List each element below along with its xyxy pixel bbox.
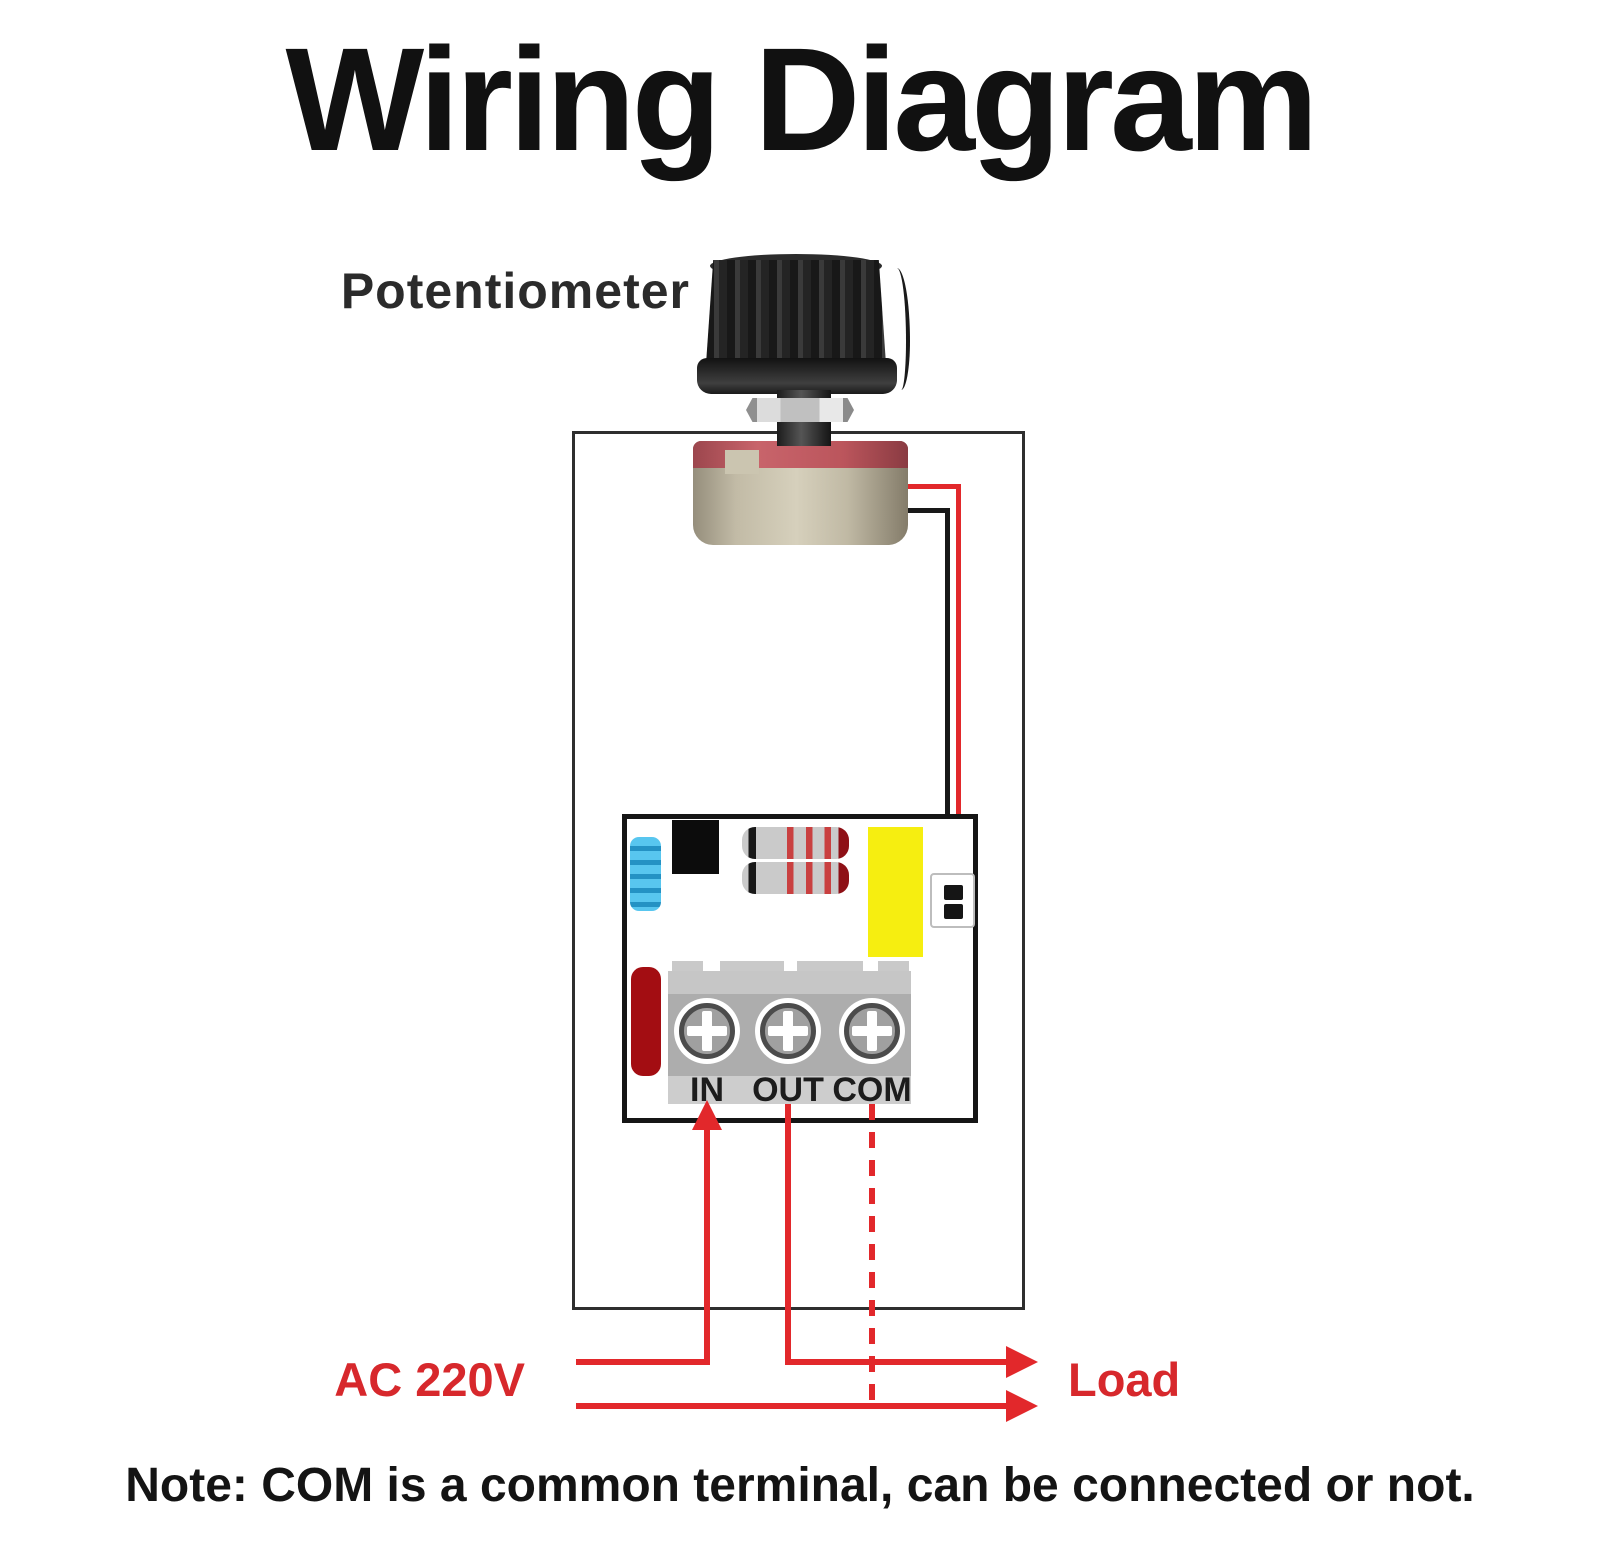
terminal-tab (878, 961, 909, 972)
resistor-icon (742, 827, 849, 859)
ac-source-label: AC 220V (334, 1353, 525, 1406)
terminal-label-com: COM (832, 1071, 912, 1109)
potentiometer-knob-icon (706, 260, 886, 364)
screw-terminal-out-icon (760, 1003, 816, 1059)
pot-wire-black-vertical (945, 508, 950, 876)
arrow-right-to-load-icon (1006, 1346, 1038, 1378)
ac-wire-horizontal (576, 1359, 710, 1365)
com-wire-dashed (869, 1104, 875, 1410)
page-title: Wiring Diagram (285, 18, 1319, 182)
terminal-block-top (668, 971, 911, 994)
blue-capacitor-icon (630, 837, 661, 911)
connector-pin (944, 885, 963, 900)
terminal-tab (672, 961, 703, 972)
dark-red-capacitor-icon (631, 967, 661, 1076)
out-wire-to-load (788, 1359, 1010, 1365)
out-wire-vertical (785, 1104, 791, 1365)
potentiometer-notch (725, 450, 759, 474)
pot-wire-red-horizontal (903, 484, 961, 489)
screw-terminal-in-icon (679, 1003, 735, 1059)
pot-wire-red-vertical (956, 484, 961, 882)
terminal-tab (720, 961, 784, 972)
yellow-capacitor-icon (868, 827, 923, 957)
footnote: Note: COM is a common terminal, can be c… (125, 1459, 1475, 1512)
terminal-block: IN OUT COM (668, 961, 912, 1109)
knob-flange-icon (697, 358, 897, 394)
resistor-icon (742, 862, 849, 894)
arrow-up-to-in-icon (692, 1100, 722, 1130)
terminal-label-strip (668, 1076, 911, 1104)
ac-wire-to-in (704, 1126, 710, 1365)
ac-wire-to-load (576, 1403, 1010, 1409)
load-label: Load (1068, 1353, 1181, 1406)
black-chip-icon (672, 820, 719, 874)
terminal-label-out: OUT (752, 1071, 824, 1109)
knob-highlight-arc (888, 268, 910, 390)
arrow-right-to-load-icon (1006, 1390, 1038, 1422)
potentiometer-connector-socket (930, 873, 975, 928)
screw-terminal-com-icon (844, 1003, 900, 1059)
hex-nut-icon (746, 398, 854, 422)
potentiometer-label: Potentiometer (340, 263, 690, 319)
terminal-tab (797, 961, 863, 972)
pot-wire-black-horizontal (903, 508, 950, 513)
connector-pin (944, 904, 963, 919)
potentiometer-body-icon (693, 441, 908, 545)
